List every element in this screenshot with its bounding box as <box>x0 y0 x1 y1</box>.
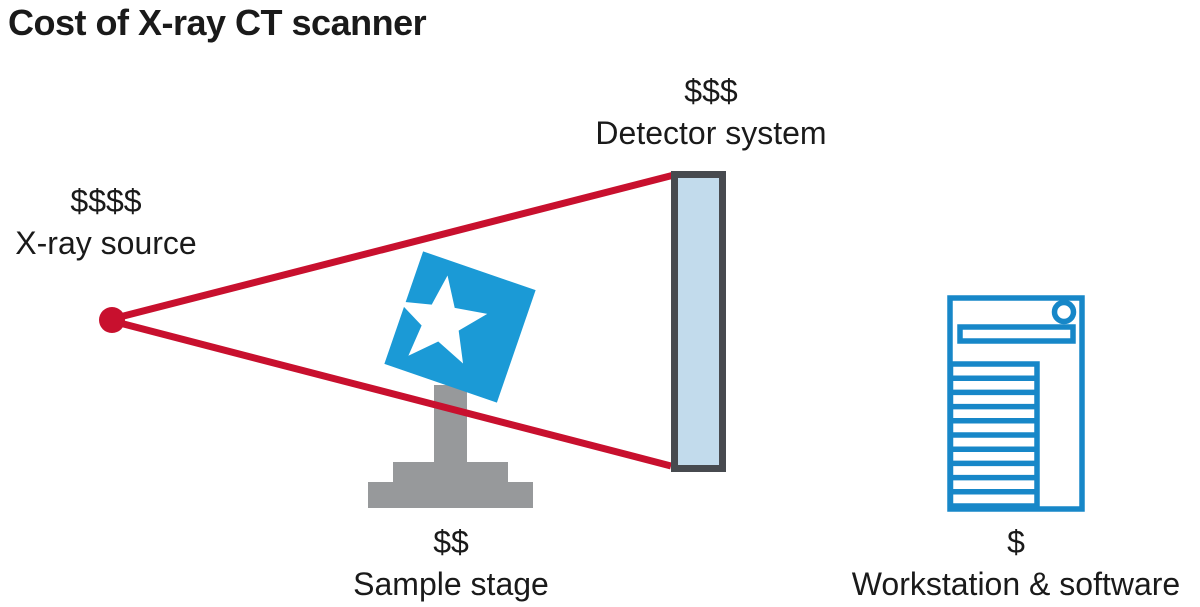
xray-source-name: X-ray source <box>15 225 197 261</box>
label-sample-stage: $$ Sample stage <box>353 521 549 605</box>
stand-stem <box>434 385 467 462</box>
sample-stand-icon <box>368 385 533 508</box>
detector-name: Detector system <box>595 115 827 151</box>
xray-source-cost: $$$$ <box>70 183 142 219</box>
detector-cost: $$$ <box>684 73 738 109</box>
drive-slot <box>957 324 1076 344</box>
xray-source-dot-icon <box>99 307 125 333</box>
label-workstation-software: $ Workstation & software <box>852 521 1180 605</box>
label-detector-system: $$$ Detector system <box>595 70 826 154</box>
xray-beam-icon <box>99 171 675 470</box>
stand-base <box>368 482 533 508</box>
power-button-icon <box>1051 299 1077 325</box>
detector-panel <box>671 171 726 472</box>
sample-icon <box>384 251 536 403</box>
beam-lower-line <box>111 317 672 470</box>
sample-stage-cost: $$ <box>433 524 469 560</box>
sample-stage-name: Sample stage <box>353 566 549 602</box>
label-xray-source: $$$$ X-ray source <box>15 180 196 264</box>
workstation-name: Workstation & software <box>851 566 1181 602</box>
beam-upper-line <box>111 171 675 323</box>
page-title: Cost of X-ray CT scanner <box>8 2 427 43</box>
workstation-icon <box>947 295 1085 512</box>
stand-mid-step <box>393 462 508 482</box>
detector-icon <box>671 171 726 472</box>
workstation-cost: $ <box>1007 524 1025 560</box>
star-icon <box>398 275 488 364</box>
